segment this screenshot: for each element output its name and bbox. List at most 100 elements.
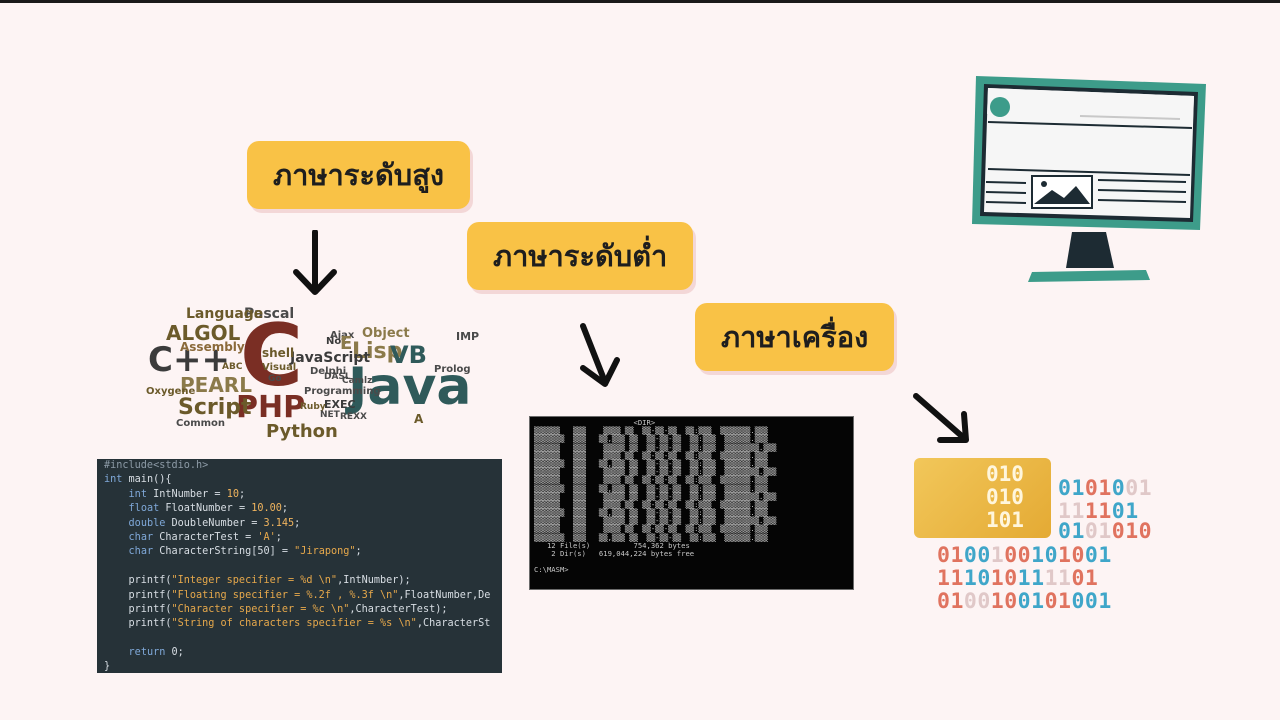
monitor-icon	[972, 76, 1206, 282]
code-line: #include<stdio.h>	[104, 460, 209, 471]
word-cloud-term: Language	[186, 306, 264, 322]
terminal-line: ▒▒▒▒▒▒ ▒▒▒ ▒▒▒▒ ▒▒ ▒▒-▒▒-▒▒ ▒▒:▒▒▒ ▒▒▒▒▒…	[534, 475, 768, 485]
terminal-line: ▒▒▒▒▒▒▒ ▒▒▒ ▒▒,▒▒▒ ▒▒ ▒▒-▒▒-▒▒ ▒▒:▒▒▒ ▒▒…	[534, 434, 772, 444]
terminal-line: ▒▒▒▒▒▒ ▒▒▒ ▒▒▒▒ ▒▒ ▒▒-▒▒-▒▒ ▒▒:▒▒▒ ▒▒▒▒▒…	[534, 524, 768, 534]
code-line: printf("Floating specifier = %.2f , %.3f…	[104, 589, 491, 601]
binary-digits-segment: 11	[1058, 499, 1085, 524]
binary-digits-segment: 010	[1111, 519, 1153, 544]
code-line	[104, 632, 502, 646]
terminal-line: ▒▒▒▒▒▒ ▒▒▒ ▒▒▒▒ ▒▒ ▒▒-▒▒-▒▒ ▒▒:▒▒▒ ▒▒▒▒▒…	[534, 426, 768, 436]
word-cloud-term: IMP	[456, 330, 480, 343]
diagonal-arrow-icon	[580, 323, 620, 387]
word-cloud-term: JavaScript	[290, 350, 371, 366]
code-line: printf("Character specifier = %c \n",Cha…	[104, 603, 448, 615]
binary-chip	[914, 458, 1051, 538]
binary-row: 0101010	[1058, 519, 1152, 544]
terminal-line: ▒▒▒▒▒▒ ▒▒▒ ▒▒▒▒ ▒▒ ▒▒-▒▒-▒▒ ▒▒:▒▒▒ ▒▒▒▒▒…	[534, 450, 768, 460]
terminal-line: ▒▒▒▒▒▒▒ ▒▒▒ ▒▒,▒▒▒ ▒▒ ▒▒-▒▒-▒▒ ▒▒:▒▒▒ ▒▒…	[534, 483, 772, 493]
terminal-line: ▒▒▒▒▒▒ ▒▒▒ ▒▒▒▒ ▒▒ ▒▒-▒▒-▒▒ ▒▒:▒▒▒ ▒▒▒▒▒…	[534, 499, 768, 509]
word-cloud-term: ABC	[222, 362, 243, 372]
word-cloud-term: Pascal	[244, 306, 295, 322]
binary-digits-segment: 10	[1031, 543, 1059, 568]
word-cloud-term: C	[240, 306, 304, 406]
label-low-level: ภาษาระดับต่ำ	[467, 222, 694, 290]
word-cloud-term: Ruby	[300, 402, 326, 412]
word-cloud-term: Camlz	[342, 376, 373, 386]
binary-row: 111010111101	[937, 566, 1098, 591]
binary-digits-segment: 10	[990, 589, 1018, 614]
binary-digits-segment: 01	[1058, 476, 1085, 501]
c-code-panel: #include<stdio.h>int main(){ int IntNumb…	[97, 459, 502, 673]
word-cloud-term: Programming	[304, 386, 381, 397]
chip-binary-row: 010	[986, 485, 1024, 509]
word-cloud-term: E	[340, 333, 353, 354]
code-line: int main(){	[104, 474, 172, 486]
binary-digits-segment: 01	[1125, 476, 1153, 501]
binary-digits-segment: 10	[1058, 543, 1085, 568]
terminal-dir-header: <DIR>	[534, 418, 656, 427]
terminal-summary-free: 2 Dir(s) 619,044,224 bytes free	[534, 549, 695, 558]
binary-row: 0100100101001	[937, 543, 1112, 568]
code-line: printf("Integer specifier = %d \n",IntNu…	[104, 575, 411, 587]
binary-digits-segment: 001	[1071, 589, 1112, 614]
word-cloud-term: Delphi	[310, 366, 347, 377]
terminal-blank	[534, 558, 849, 566]
binary-digits-segment: 01	[937, 543, 964, 568]
word-cloud-term: Assembly	[180, 340, 245, 354]
binary-digits-segment: 01	[1058, 519, 1085, 544]
binary-digits-segment: 11	[1084, 499, 1112, 524]
word-cloud-term: ALGOL	[166, 321, 241, 345]
code-line: float FloatNumber = 10.00;	[128, 503, 289, 515]
terminal-line: ▒▒▒▒▒▒▒ ▒▒▒ ▒▒,▒▒▒ ▒▒ ▒▒-▒▒-▒▒ ▒▒:▒▒▒ ▒▒…	[534, 532, 772, 542]
code-line	[104, 560, 502, 574]
word-cloud-term: Java	[348, 357, 472, 417]
word-cloud-term: Not	[326, 336, 347, 347]
word-cloud-term: EXEC	[324, 398, 356, 411]
word-cloud-term: Oxygene	[146, 386, 196, 397]
binary-digits-segment: 01	[1084, 476, 1112, 501]
binary-digits-segment: 01	[1071, 566, 1099, 591]
code-line: printf("String of characters specifier =…	[104, 618, 491, 630]
word-cloud-term: A	[414, 412, 424, 426]
down-arrow-icon	[293, 230, 337, 295]
code-line: return 0;	[128, 647, 184, 659]
terminal-line: ▒▒▒▒▒▒ ▒▒▒ ▒▒▒▒▒ ▒▒ ▒▒-▒▒-▒▒ ▒▒:▒▒▒ ▒▒▒▒…	[534, 491, 777, 501]
binary-digits-segment: 11	[1017, 566, 1045, 591]
word-cloud-term: PEARL	[180, 373, 252, 397]
binary-digits-segment: 10	[963, 566, 991, 591]
binary-row: 0100100101001	[937, 589, 1112, 614]
code-line: }	[104, 661, 111, 673]
terminal-line: ▒▒▒▒▒▒ ▒▒▒ ▒▒▒▒▒ ▒▒ ▒▒-▒▒-▒▒ ▒▒:▒▒▒ ▒▒▒▒…	[534, 467, 777, 477]
word-cloud-term: Python	[266, 421, 338, 442]
label-machine-language: ภาษาเครื่อง	[695, 303, 895, 371]
binary-digits-segment: 11	[937, 566, 964, 591]
assembly-terminal-panel: <DIR>▒▒▒▒▒▒ ▒▒▒ ▒▒▒▒ ▒▒ ▒▒-▒▒-▒▒ ▒▒:▒▒▒ …	[529, 416, 854, 590]
binary-digits-segment: 01	[1084, 543, 1112, 568]
terminal-line: ▒▒▒▒▒▒▒ ▒▒▒ ▒▒,▒▒▒ ▒▒ ▒▒-▒▒-▒▒ ▒▒:▒▒▒ ▒▒…	[534, 508, 772, 518]
word-cloud-term: Lisp	[352, 339, 403, 364]
terminal-line: ▒▒▒▒▒▒▒ ▒▒▒ ▒▒,▒▒▒ ▒▒ ▒▒-▒▒-▒▒ ▒▒:▒▒▒ ▒▒…	[534, 458, 772, 468]
code-line: char CharacterString[50] = "Jirapong";	[128, 546, 362, 558]
label-high-level: ภาษาระดับสูง	[247, 141, 471, 209]
word-cloud-term: REXX	[340, 412, 367, 422]
chip-binary-row: 010	[986, 462, 1024, 486]
word-cloud-term: Prolog	[434, 364, 471, 375]
word-cloud-term: Go	[268, 374, 282, 384]
binary-digits-segment: 10	[990, 566, 1018, 591]
binary-digits-segment: 1	[990, 543, 1005, 568]
terminal-line: ▒▒▒▒▒▒ ▒▒▒ ▒▒▒▒▒ ▒▒ ▒▒-▒▒-▒▒ ▒▒:▒▒▒ ▒▒▒▒…	[534, 442, 777, 452]
code-line: char CharacterTest = 'A';	[128, 531, 282, 543]
word-cloud-term: Visual	[262, 362, 297, 373]
binary-digits-segment: 0	[1111, 476, 1126, 501]
binary-digits-segment: 01	[1017, 589, 1045, 614]
terminal-line: ▒▒▒▒▒▒ ▒▒▒ ▒▒▒▒▒ ▒▒ ▒▒-▒▒-▒▒ ▒▒:▒▒▒ ▒▒▒▒…	[534, 516, 777, 526]
terminal-prompt: C:\MASM>	[534, 565, 569, 575]
binary-row: 111101	[1058, 499, 1139, 524]
binary-digits-segment: 00	[963, 589, 991, 614]
binary-digits-segment: 01	[1111, 499, 1139, 524]
word-cloud-term: Script	[178, 395, 252, 420]
chip-binary-row: 101	[986, 508, 1024, 532]
word-cloud-term: Object	[362, 326, 410, 341]
binary-digits-segment: 01	[937, 589, 964, 614]
